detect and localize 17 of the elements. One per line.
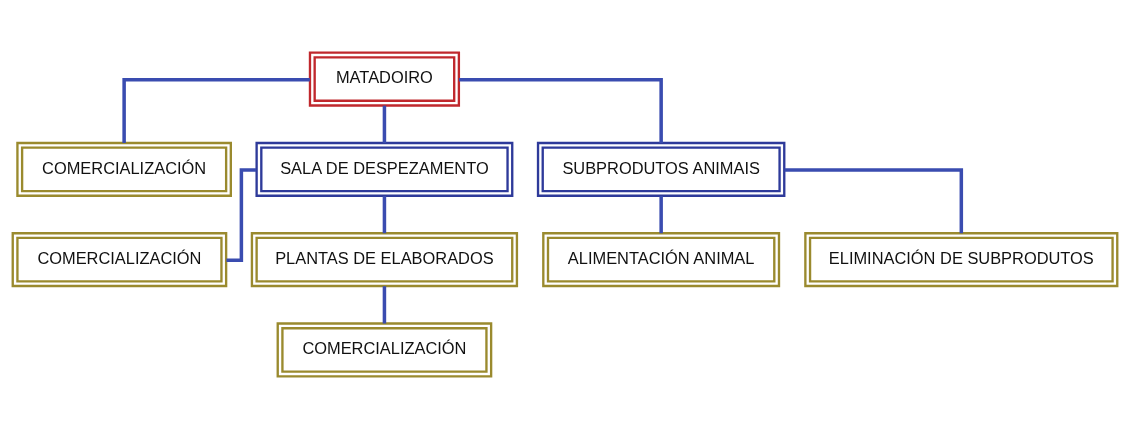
node-box: COMERCIALIZACIÓN — [11, 231, 228, 287]
connector — [458, 77, 663, 143]
node-box: PLANTAS DE ELABORADOS — [250, 231, 519, 287]
connector — [382, 195, 387, 233]
connector — [122, 77, 310, 143]
connector — [784, 167, 964, 233]
connector — [226, 167, 257, 262]
connector — [382, 105, 387, 143]
node-box: ELIMINACIÓN DE SUBPRODUTOS — [804, 231, 1119, 287]
node-box: ALIMENTACIÓN ANIMAL — [542, 231, 781, 287]
node-box: SALA DE DESPEZAMENTO — [255, 141, 514, 197]
node-box: SUBPRODUTOS ANIMAIS — [536, 141, 786, 197]
node-box: COMERCIALIZACIÓN — [16, 141, 232, 197]
node-box: MATADOIRO — [308, 51, 461, 107]
connector — [382, 285, 387, 323]
node-box: COMERCIALIZACIÓN — [276, 321, 493, 377]
connector — [659, 195, 663, 233]
